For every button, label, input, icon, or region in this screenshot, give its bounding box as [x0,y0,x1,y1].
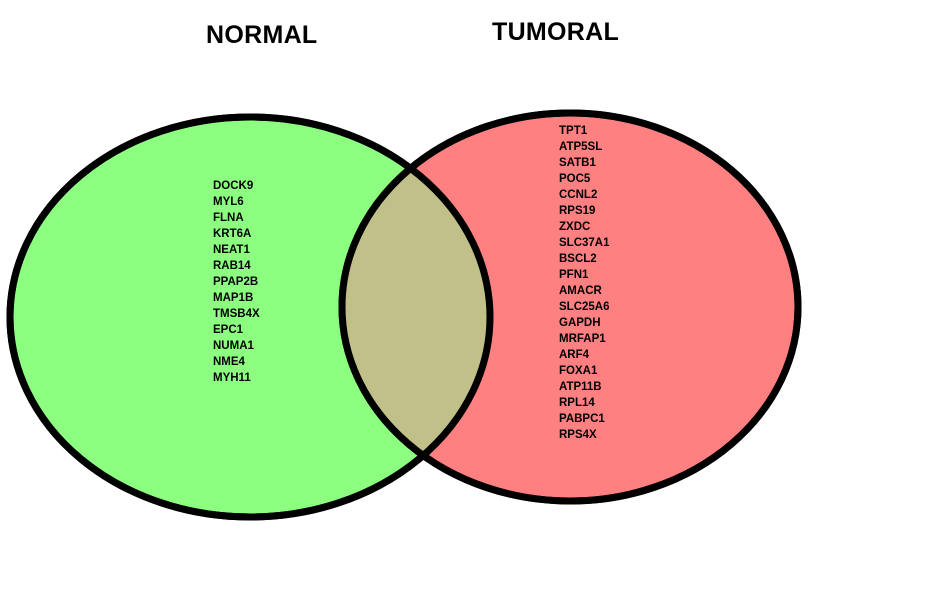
gene-label: FLNA [213,212,244,224]
gene-label: MYL6 [213,196,244,208]
gene-label: PABPC1 [559,413,605,425]
gene-label: MAP1B [213,292,254,304]
gene-label: NME4 [213,356,245,368]
gene-label: SLC37A1 [559,237,610,249]
tumoral-set-outline [338,109,802,505]
gene-label: MRFAP1 [559,333,606,345]
gene-label: NUMA1 [213,340,254,352]
gene-label: DOCK9 [213,180,254,192]
gene-label: POC5 [559,173,591,185]
normal-gene-list: DOCK9 MYL6 FLNA KRT6A NEAT1 RAB14 PPAP2B… [213,178,260,386]
gene-label: TMSB4X [213,308,260,320]
gene-label: ARF4 [559,349,590,361]
gene-label: PPAP2B [213,276,259,288]
tumoral-gene-list: TPT1 ATP5SL SATB1 POC5 CCNL2 RPS19 ZXDC … [559,123,610,443]
gene-label: CCNL2 [559,189,598,201]
gene-label: FOXA1 [559,365,598,377]
gene-label: AMACR [559,285,602,297]
normal-set-title: NORMAL [206,21,318,49]
tumoral-set-title: TUMORAL [492,18,620,46]
gene-label: RAB14 [213,260,251,272]
gene-label: ZXDC [559,221,591,233]
gene-label: TPT1 [559,125,588,137]
gene-label: BSCL2 [559,253,597,265]
gene-label: SLC25A6 [559,301,610,313]
gene-label: PFN1 [559,269,589,281]
normal-set-outline [6,113,494,521]
gene-label: RPL14 [559,397,595,409]
gene-label: RPS19 [559,205,596,217]
gene-label: NEAT1 [213,244,250,256]
gene-label: RPS4X [559,429,597,441]
gene-label: KRT6A [213,228,252,240]
gene-label: ATP11B [559,381,602,393]
gene-label: ATP5SL [559,141,603,153]
gene-label: GAPDH [559,317,601,329]
gene-label: EPC1 [213,324,244,336]
gene-label: SATB1 [559,157,596,169]
gene-label: MYH11 [213,372,251,384]
